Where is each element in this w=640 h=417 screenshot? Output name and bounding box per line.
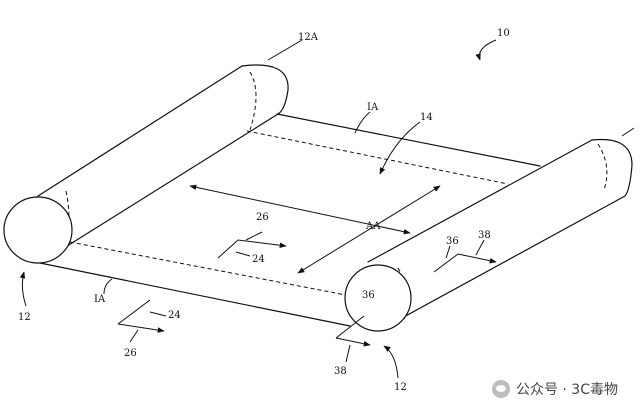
label-36-lower: 36 — [362, 290, 375, 301]
watermark: 公众号 · 3C毒物 — [491, 379, 618, 399]
label-ia-bottom: IA — [94, 294, 106, 305]
label-ia-top: IA — [367, 102, 379, 113]
label-aa: AA — [365, 221, 381, 232]
label-24-center: 24 — [252, 254, 265, 265]
label-38-lower: 38 — [334, 366, 347, 377]
label-24-bottom: 24 — [168, 310, 181, 321]
active-area-arrows — [189, 184, 441, 274]
label-12a: 12A — [298, 32, 319, 43]
label-36-upper: 36 — [446, 236, 459, 247]
label-12-left: 12 — [18, 312, 31, 323]
watermark-text: 公众号 · 3C毒物 — [515, 382, 618, 398]
label-10: 10 — [497, 28, 510, 39]
left-roller — [3, 64, 289, 264]
leader-lines — [19, 39, 635, 379]
label-38-upper: 38 — [478, 230, 491, 241]
right-roller — [344, 138, 633, 332]
label-26-center: 26 — [256, 212, 269, 223]
wechat-icon — [491, 380, 510, 398]
display-panel — [39, 113, 541, 327]
direction-indicators — [117, 231, 497, 363]
label-26-bottom: 26 — [124, 348, 137, 359]
label-12-right: 12 — [394, 382, 407, 393]
label-14: 14 — [420, 112, 433, 123]
right-roller-end-cap — [344, 264, 412, 332]
left-roller-end-cap — [3, 196, 73, 264]
reference-labels: 10 12A 14 IA IA AA 12 12 26 24 24 26 36 … — [18, 28, 510, 393]
